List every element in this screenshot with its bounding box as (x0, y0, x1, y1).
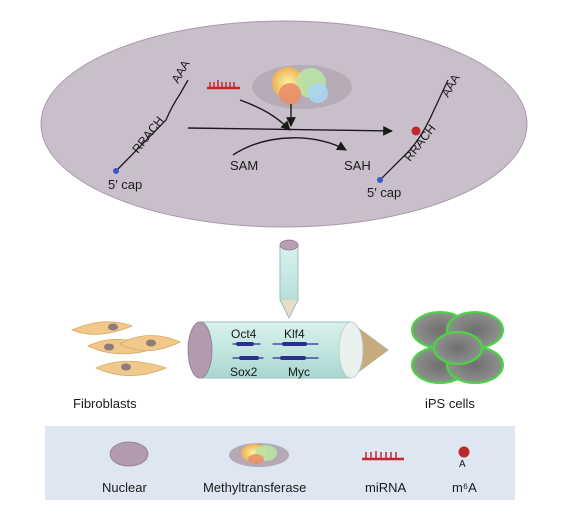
ips-label: iPS cells (425, 396, 475, 411)
legend-label-mirna: miRNA (365, 480, 406, 495)
fibroblasts-label: Fibroblasts (73, 396, 137, 411)
sah-label: SAH (344, 158, 371, 173)
mirna-icon (207, 80, 240, 90)
factor-myc: Myc (288, 365, 310, 379)
legend-item-methyltransferase: Methyltransferase (203, 443, 306, 495)
legend-item-nuclear: Nuclear (102, 441, 149, 495)
horizontal-syringe (187, 321, 389, 379)
right-cap-label: 5′ cap (367, 185, 401, 200)
methyltransferase-icon (229, 443, 289, 467)
ips-cell-colony (411, 311, 504, 384)
legend: Nuclear Methyltransferase miRNA A m⁶ (45, 426, 515, 500)
fibroblast-cells (70, 321, 181, 376)
m6a-icon: A (458, 446, 470, 470)
sam-label: SAM (230, 158, 258, 173)
gene-bars (232, 342, 319, 360)
left-cap-label: 5′ cap (108, 177, 142, 192)
svg-text:A: A (459, 459, 466, 470)
transcription-factors: Oct4 Klf4 Sox2 Myc (230, 327, 319, 379)
mirna-icon (362, 451, 404, 461)
legend-label-methyltransferase: Methyltransferase (203, 480, 306, 495)
factor-klf4: Klf4 (284, 327, 305, 341)
factor-oct4: Oct4 (231, 327, 257, 341)
nucleus-icon (109, 441, 149, 467)
legend-label-nuclear: Nuclear (102, 480, 147, 495)
methylation-arrows (187, 99, 393, 156)
m6a-mark (411, 126, 421, 136)
legend-label-m6a: m⁶A (452, 480, 477, 495)
methyltransferase-complex (252, 65, 352, 109)
cap-dot (377, 177, 383, 183)
legend-item-m6a: A m⁶A (452, 446, 477, 495)
factor-sox2: Sox2 (230, 365, 258, 379)
legend-item-mirna: miRNA (362, 451, 406, 495)
vertical-syringe (279, 239, 299, 320)
cap-dot (113, 168, 119, 174)
